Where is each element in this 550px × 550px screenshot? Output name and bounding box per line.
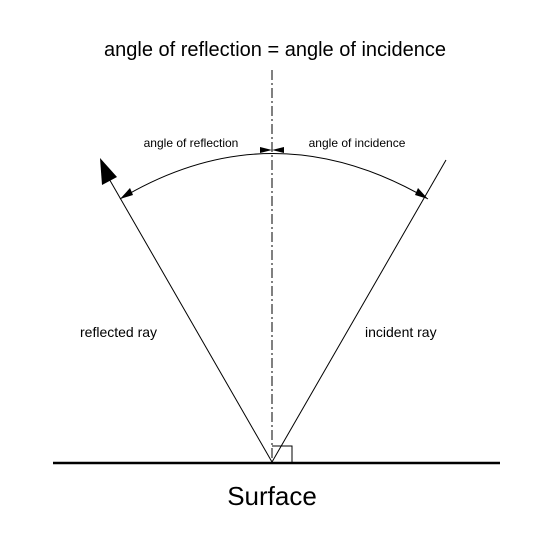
arc-arrowhead-left xyxy=(120,188,133,199)
reflected-ray-arrowhead xyxy=(100,158,117,185)
surface-label: Surface xyxy=(227,481,317,511)
arc-arrowhead-right xyxy=(415,188,428,199)
diagram-title: angle of reflection = angle of incidence xyxy=(104,39,446,61)
reflected-ray xyxy=(103,169,273,463)
right-angle-marker xyxy=(272,445,293,462)
incident-ray-label: incident ray xyxy=(365,324,437,340)
angle-of-incidence-label: angle of incidence xyxy=(309,136,406,150)
angle-arc xyxy=(119,153,429,200)
incident-ray xyxy=(271,159,447,463)
angle-of-reflection-label: angle of reflection xyxy=(144,136,239,150)
arc-arrowhead-center-right xyxy=(272,147,284,153)
reflected-ray-label: reflected ray xyxy=(80,324,157,340)
arc-arrowhead-center-left xyxy=(260,147,272,153)
